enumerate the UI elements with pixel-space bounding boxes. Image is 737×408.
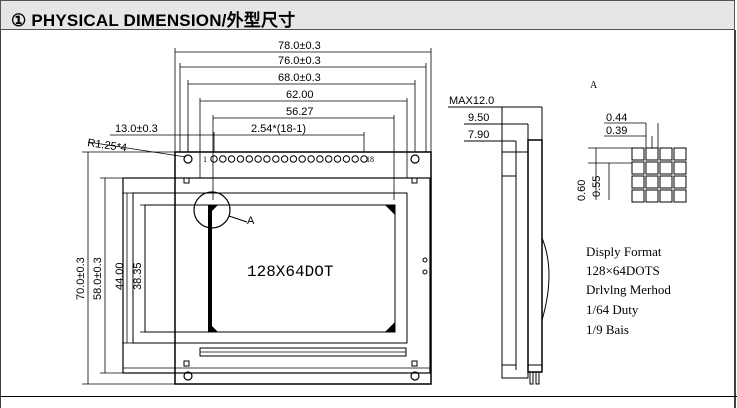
section-header: ① PHYSICAL DIMENSION/外型尺寸 [0, 0, 735, 30]
detail-leader [228, 215, 248, 223]
radius-leader [87, 141, 187, 158]
dim-height-outer: 70.0±0.3 [75, 257, 87, 300]
corner-mark-br [385, 322, 395, 332]
dot-cell [659, 147, 673, 161]
dim-width-2: 76.0±0.3 [278, 55, 321, 67]
pin [272, 155, 280, 163]
dot-cell [673, 175, 687, 189]
dot-cell [631, 189, 645, 203]
pin [219, 155, 227, 163]
spec-line-4: 1/64 Duty [586, 302, 639, 317]
pin [263, 155, 271, 163]
corner-mark-tr [385, 205, 395, 215]
viewing-area [132, 192, 408, 344]
detail-ref-label: A [247, 215, 255, 227]
pin [245, 155, 254, 163]
dim-dot-h2: 0.55 [591, 176, 603, 197]
pin [289, 155, 298, 163]
pin-18-label: 18 [366, 155, 374, 164]
dot-cell [673, 161, 687, 175]
spec-line-3: Drlvlng Merhod [586, 282, 671, 297]
dim-dot-h1: 0.60 [576, 180, 588, 201]
mount-hole-tr [410, 154, 420, 164]
pcb-outline [174, 151, 432, 385]
dot-cell [673, 189, 687, 203]
dim-width-outer: 78.0±0.3 [278, 40, 321, 52]
dot-cell [659, 175, 673, 189]
dot-cell [659, 161, 673, 175]
led-terminal-1 [422, 257, 428, 263]
dim-side-1: 9.50 [468, 112, 489, 124]
pin [236, 155, 245, 163]
dim-width-4: 62.00 [286, 89, 314, 101]
dim-side-max: MAX12.0 [449, 95, 494, 107]
mount-hole-bl [183, 371, 193, 381]
dot-cell [659, 189, 673, 203]
detail-dims [588, 122, 659, 200]
dot-cell [645, 147, 659, 161]
pin [325, 155, 333, 163]
pin-1-label: 1 [203, 155, 207, 164]
dim-width-3: 68.0±0.3 [278, 72, 321, 84]
v-dims [82, 151, 175, 385]
side-view [448, 106, 550, 385]
clip-tr [411, 177, 418, 184]
pin [316, 155, 324, 163]
screen-label: 128X64DOT [247, 263, 333, 281]
dim-pitch: 2.54*(18-1) [251, 123, 306, 135]
dim-dot-w2: 0.39 [606, 125, 627, 137]
dim-pin-offset: 13.0±0.3 [115, 123, 158, 135]
dim-height-4: 38.35 [132, 262, 144, 290]
dot-cell [645, 175, 659, 189]
mount-hole-br [410, 371, 420, 381]
dim-height-2: 58.0±0.3 [92, 257, 104, 300]
detail-circle [193, 191, 231, 229]
pin [254, 155, 262, 163]
dot-cell [645, 189, 659, 203]
dot-cell [673, 147, 687, 161]
clip-br [411, 360, 418, 367]
led-terminal-2 [422, 269, 428, 275]
h-dims [110, 48, 432, 200]
pin [342, 155, 351, 163]
pin [351, 155, 359, 163]
spec-line-1: Disply Format [586, 244, 662, 259]
dim-corner-radius: R1.25*4 [87, 137, 128, 154]
spec-line-2: 128×64DOTS [586, 263, 660, 278]
dim-side-2: 7.90 [468, 129, 489, 141]
pin [307, 155, 315, 163]
pin [210, 155, 218, 163]
dot-cell [631, 175, 645, 189]
dot-cell [631, 147, 645, 161]
dim-width-5: 56.27 [286, 106, 314, 118]
detail-title: A [590, 80, 598, 91]
clip-tl [183, 177, 190, 184]
pin [333, 155, 342, 163]
dot-cell [645, 161, 659, 175]
bottom-rule [0, 396, 737, 397]
dot-grid [631, 147, 687, 203]
spec-line-5: 1/9 Bais [586, 322, 629, 337]
pin [298, 155, 306, 163]
mount-hole-tl [183, 154, 193, 164]
pin [360, 155, 368, 163]
clip-bl [183, 360, 190, 367]
pin-row [210, 155, 368, 163]
pin [280, 155, 289, 163]
section-title: ① PHYSICAL DIMENSION/外型尺寸 [11, 11, 296, 30]
pin [227, 155, 236, 163]
module-frame [122, 177, 431, 374]
dim-dot-w1: 0.44 [606, 112, 627, 124]
active-left-bar [208, 205, 212, 332]
dot-cell [631, 161, 645, 175]
dim-height-3: 44.00 [114, 262, 126, 290]
